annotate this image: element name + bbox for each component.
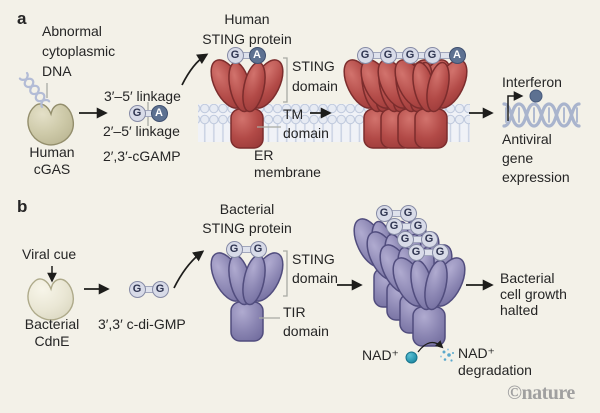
cdne-enzyme-icon <box>27 278 75 321</box>
sting-domain-label-a: STING domain <box>292 58 338 94</box>
cdigmp-label: 3′,3′ c-di-GMP <box>98 316 186 332</box>
bacterial-sting-dimer-icon <box>203 247 291 342</box>
interferon-dot-icon <box>529 89 543 103</box>
guanine-circle: G <box>423 46 441 64</box>
viral-cue-label: Viral cue <box>22 246 77 262</box>
sting-domain-bracket-b <box>283 250 288 297</box>
sting-domain-label-b: STING domain <box>292 251 338 286</box>
guanine-circle: G <box>375 204 393 222</box>
arrow-gene-to-interferon <box>507 91 524 121</box>
guanine-circle: G <box>151 280 169 298</box>
sting-domain-bracket-a <box>283 57 288 103</box>
guanine-circle: G <box>409 217 427 235</box>
nad-label: NAD⁺ <box>362 347 399 363</box>
bacterial-sting-title: Bacterial STING protein <box>202 201 292 236</box>
guanine-circle: G <box>249 240 267 258</box>
guanine-circle: G <box>399 204 417 222</box>
antiviral-label: Antiviral gene expression <box>502 131 570 185</box>
human-sting-title: Human STING protein <box>202 11 292 47</box>
nad-dot-icon <box>405 351 418 364</box>
abnormal-dna-label: Abnormal cytoplasmic DNA <box>42 23 116 79</box>
cgas-enzyme-icon <box>27 103 75 146</box>
guanine-circle: G <box>420 230 438 248</box>
guanine-circle: G <box>385 217 403 235</box>
arrow-cgamp-to-sting <box>181 53 209 86</box>
abnormal-dna-icon <box>18 71 51 109</box>
guanine-circle: G <box>431 243 449 261</box>
flow-arrows <box>47 53 524 353</box>
nature-logo: ©nature <box>507 382 575 404</box>
adenine-circle: A <box>150 104 168 122</box>
panel-a-label: a <box>17 9 27 28</box>
linkage-25-label: 2′–5′ linkage <box>103 123 180 139</box>
guanine-circle: G <box>356 46 374 64</box>
guanine-circle: G <box>226 46 244 64</box>
arrow-cdigmp-to-sting <box>173 250 205 289</box>
guanine-circle: G <box>128 280 146 298</box>
degradation-particles-icon <box>440 348 454 362</box>
arrow-nad-degradation <box>417 340 444 353</box>
leader-lines <box>46 57 288 319</box>
nad-degradation-label: NAD⁺ degradation <box>458 345 532 378</box>
growth-halted-label: Bacterial cell growth halted <box>500 270 567 318</box>
linkage-35-label: 3′–5′ linkage <box>104 88 181 104</box>
dna-helix-icon <box>502 102 581 128</box>
guanine-circle: G <box>128 104 146 122</box>
cgamp-label: 2′,3′-cGAMP <box>103 148 181 164</box>
guanine-circle: G <box>379 46 397 64</box>
guanine-circle: G <box>396 230 414 248</box>
guanine-circle: G <box>225 240 243 258</box>
er-membrane-label: ER membrane <box>254 147 321 180</box>
human-cgas-label: Human cGAS <box>29 144 75 177</box>
interferon-label: Interferon <box>502 74 562 90</box>
tir-domain-label: TIR domain <box>283 304 329 339</box>
tm-domain-label: TM domain <box>283 106 329 141</box>
bacterial-cdne-label: Bacterial CdnE <box>24 316 80 349</box>
guanine-circle: G <box>407 243 425 261</box>
guanine-circle: G <box>401 46 419 64</box>
adenine-circle: A <box>248 46 266 64</box>
panel-b-label: b <box>17 197 28 216</box>
adenine-circle: A <box>448 46 466 64</box>
